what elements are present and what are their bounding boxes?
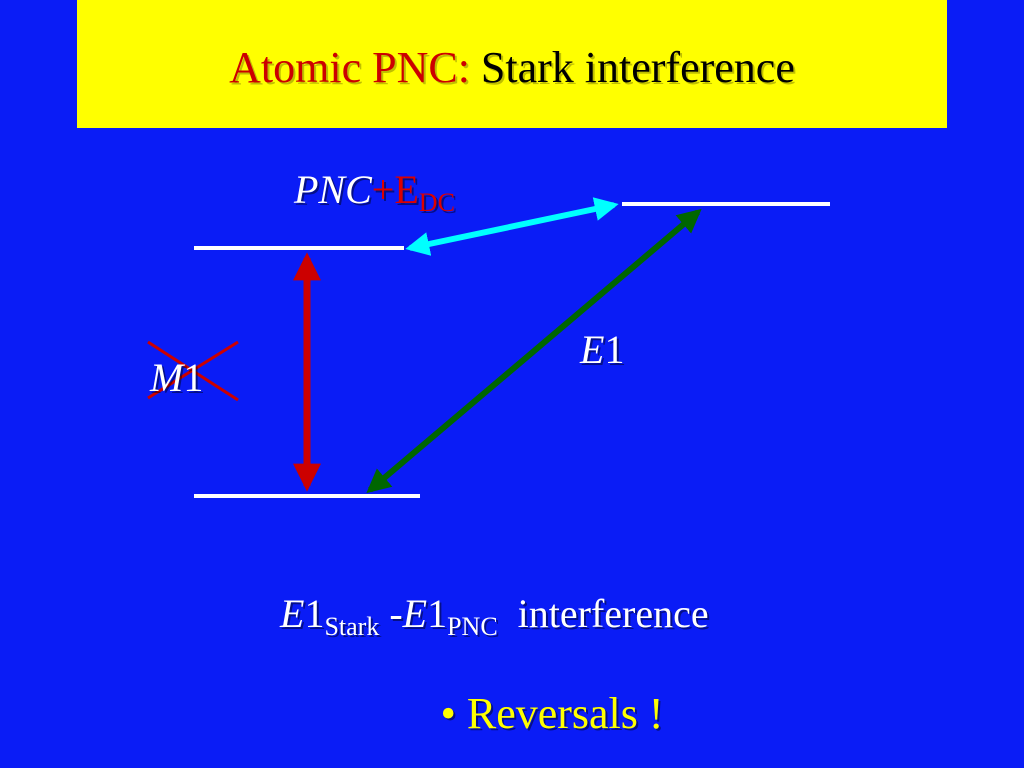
pnc-sub: PNC bbox=[447, 612, 498, 641]
m1-label: M1 bbox=[150, 358, 203, 398]
edc-text: +EDC bbox=[371, 167, 455, 216]
e1-digit: 1 bbox=[604, 327, 625, 372]
interference-dash: - bbox=[389, 591, 403, 636]
m1-digit: 1 bbox=[183, 355, 204, 400]
title-red-part: Atomic PNC: bbox=[229, 43, 470, 92]
e1-pnc-digit: 1 bbox=[427, 591, 448, 636]
reversals-bullet: • Reversals ! bbox=[440, 689, 664, 738]
title-bar: Atomic PNC: Stark interference bbox=[77, 0, 947, 128]
interference-word: interference bbox=[517, 591, 709, 636]
e1-label: E1 bbox=[580, 330, 624, 370]
e1-stark-letter: E bbox=[280, 591, 305, 636]
e1-arrow bbox=[366, 208, 702, 494]
m1-cross-line-b bbox=[147, 340, 239, 400]
e1-letter: E bbox=[580, 327, 605, 372]
edc-main: +E bbox=[371, 167, 419, 212]
e1-pnc-letter: E bbox=[402, 591, 428, 636]
m1-letter: M bbox=[150, 355, 184, 400]
pnc-edc-label: PNC+EDC bbox=[294, 170, 455, 216]
interference-label: E1Stark -E1PNC interference bbox=[280, 594, 709, 640]
edc-sub: DC bbox=[418, 188, 455, 217]
stark-sub: Stark bbox=[324, 612, 380, 641]
title-black-part: Stark interference bbox=[469, 43, 795, 92]
pnc-text: PNC bbox=[294, 167, 372, 212]
e1-stark-digit: 1 bbox=[304, 591, 325, 636]
slide-title: Atomic PNC: Stark interference bbox=[77, 42, 947, 93]
